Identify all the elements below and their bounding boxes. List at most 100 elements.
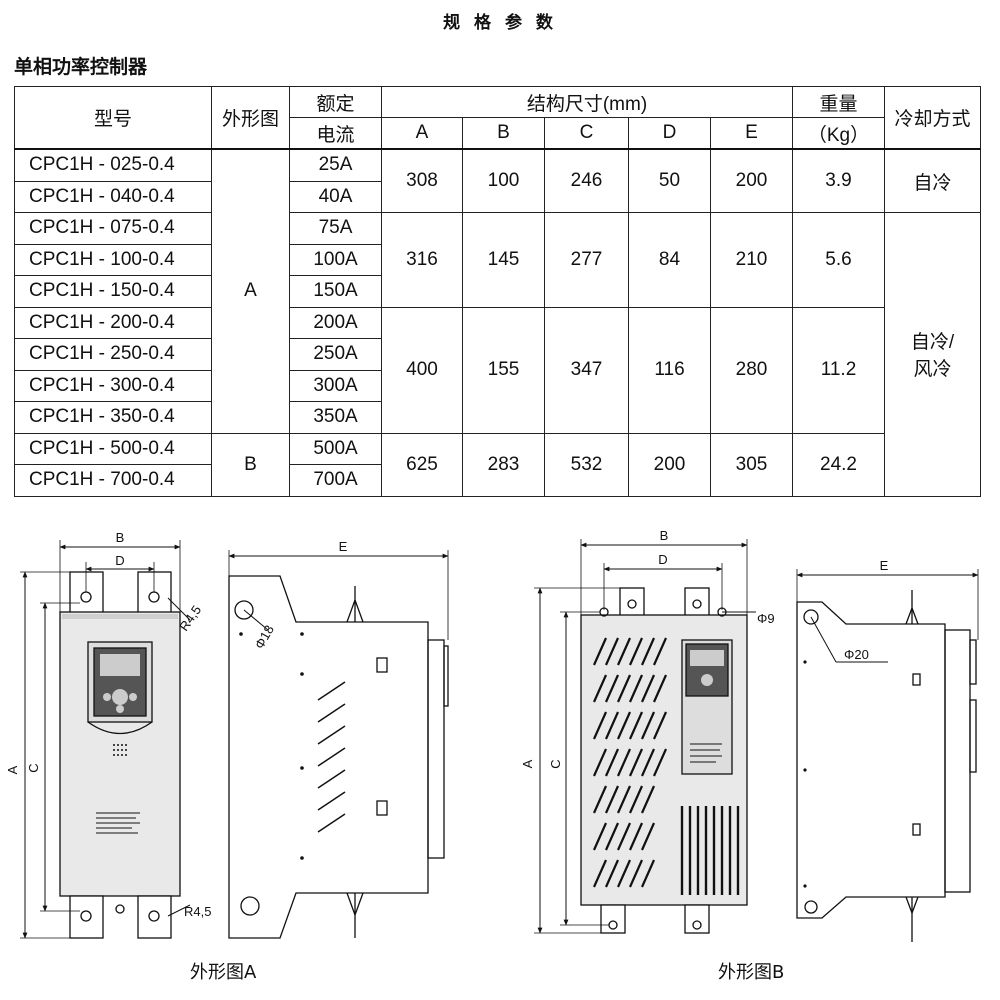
weight-cell: 11.2 bbox=[792, 306, 885, 434]
dim-e-cell: 280 bbox=[710, 306, 793, 434]
outline-cell: B bbox=[211, 432, 290, 497]
table-row: CPC1H - 250-0.4 250A bbox=[14, 338, 981, 371]
current-cell: 500A bbox=[289, 432, 382, 465]
header-dims: 结构尺寸(mm) bbox=[381, 86, 793, 118]
table-row: CPC1H - 300-0.4 300A bbox=[14, 369, 981, 402]
drawing-a-caption: 外形图A bbox=[190, 962, 257, 983]
header-dim-c: C bbox=[544, 117, 629, 150]
dim-d-cell: 84 bbox=[628, 212, 711, 308]
dim-e-cell: 210 bbox=[710, 212, 793, 308]
section-title: 单相功率控制器 bbox=[14, 56, 148, 78]
current-cell: 300A bbox=[289, 369, 382, 402]
current-cell: 75A bbox=[289, 212, 382, 245]
model-cell: CPC1H - 500-0.4 bbox=[14, 432, 212, 465]
dim-d-cell: 50 bbox=[628, 148, 711, 213]
drawing-b-front bbox=[534, 539, 756, 934]
dim-c-cell: 277 bbox=[544, 212, 629, 308]
weight-cell: 3.9 bbox=[792, 148, 885, 213]
dim-label-d: D bbox=[115, 553, 124, 568]
header-dim-a: A bbox=[381, 117, 463, 150]
header-dim-e: E bbox=[710, 117, 793, 150]
header-cooling: 冷却方式 bbox=[884, 86, 981, 150]
dim-c-cell: 246 bbox=[544, 148, 629, 213]
model-cell: CPC1H - 075-0.4 bbox=[14, 212, 212, 245]
current-cell: 100A bbox=[289, 243, 382, 276]
dim-b-cell: 283 bbox=[462, 432, 545, 497]
model-cell: CPC1H - 200-0.4 bbox=[14, 306, 212, 339]
dim-a-cell: 308 bbox=[381, 148, 463, 213]
dim-label-c: C bbox=[26, 763, 41, 772]
model-cell: CPC1H - 700-0.4 bbox=[14, 464, 212, 497]
dim-a-cell: 625 bbox=[381, 432, 463, 497]
table-row: CPC1H - 350-0.4 350A bbox=[14, 401, 981, 434]
spec-table: 型号 外形图 额定 结构尺寸(mm) 重量 冷却方式 电流 A B C D E … bbox=[14, 86, 981, 497]
table-row: CPC1H - 075-0.4 75A 316 145 277 84 210 5… bbox=[14, 212, 981, 497]
dim-label-c: C bbox=[548, 759, 563, 768]
drawing-a-front bbox=[20, 540, 191, 939]
model-cell: CPC1H - 300-0.4 bbox=[14, 369, 212, 402]
drawing-b-caption: 外形图B bbox=[718, 962, 785, 983]
current-cell: 150A bbox=[289, 275, 382, 308]
model-cell: CPC1H - 250-0.4 bbox=[14, 338, 212, 371]
cooling-line1: 自冷/ bbox=[910, 332, 955, 354]
header-model: 型号 bbox=[14, 86, 212, 150]
dim-d-cell: 200 bbox=[628, 432, 711, 497]
dim-c-cell: 532 bbox=[544, 432, 629, 497]
dim-a-cell: 400 bbox=[381, 306, 463, 434]
table-row: CPC1H - 700-0.4 700A bbox=[14, 464, 981, 497]
dim-label-d: D bbox=[658, 552, 667, 567]
dim-label-e: E bbox=[880, 558, 889, 573]
drawing-a-side bbox=[228, 550, 449, 939]
current-cell: 40A bbox=[289, 180, 382, 213]
table-row: CPC1H - 150-0.4 150A bbox=[14, 275, 981, 308]
weight-cell: 24.2 bbox=[792, 432, 885, 497]
header-outline: 外形图 bbox=[211, 86, 290, 150]
header-weight-line1: 重量 bbox=[792, 86, 885, 118]
drawing-b-front-labels: B D A C Φ9 bbox=[520, 528, 775, 769]
model-cell: CPC1H - 040-0.4 bbox=[14, 180, 212, 213]
model-cell: CPC1H - 350-0.4 bbox=[14, 401, 212, 434]
dim-e-cell: 200 bbox=[710, 148, 793, 213]
weight-cell: 5.6 bbox=[792, 212, 885, 308]
dim-label-a: A bbox=[520, 759, 535, 768]
table-row: CPC1H - 040-0.4 40A bbox=[14, 180, 981, 213]
drawing-b-side bbox=[796, 569, 979, 942]
model-cell: CPC1H - 100-0.4 bbox=[14, 243, 212, 276]
model-cell: CPC1H - 025-0.4 bbox=[14, 148, 212, 182]
outline-drawings: B D A C R4,5 R4,5 bbox=[5, 528, 979, 942]
model-cell: CPC1H - 150-0.4 bbox=[14, 275, 212, 308]
table-row: CPC1H - 200-0.4 200A 400 155 347 116 280… bbox=[14, 306, 981, 434]
outline-cell: A bbox=[211, 148, 290, 434]
dim-label-a: A bbox=[5, 765, 20, 774]
current-cell: 25A bbox=[289, 148, 382, 182]
dim-c-cell: 347 bbox=[544, 306, 629, 434]
cooling-cell: 自冷 bbox=[884, 148, 981, 213]
dim-label-b: B bbox=[116, 530, 125, 545]
dim-label-e: E bbox=[339, 539, 348, 554]
header-dim-b: B bbox=[462, 117, 545, 150]
drawing-b-side-labels: E Φ20 bbox=[844, 558, 889, 662]
current-cell: 700A bbox=[289, 464, 382, 497]
radius-label-bottom: R4,5 bbox=[184, 904, 211, 919]
header-weight-line2: （Kg） bbox=[792, 117, 885, 150]
cooling-line2: 风冷 bbox=[913, 359, 952, 381]
hole-diameter-small-label: Φ9 bbox=[757, 611, 775, 626]
header-current-line1: 额定 bbox=[289, 86, 382, 118]
header-current-line2: 电流 bbox=[289, 117, 382, 150]
dim-b-cell: 100 bbox=[462, 148, 545, 213]
cooling-cell: 自冷/ 风冷 bbox=[884, 212, 981, 497]
dim-d-cell: 116 bbox=[628, 306, 711, 434]
hole-diameter-large-label: Φ20 bbox=[844, 647, 869, 662]
header-dim-d: D bbox=[628, 117, 711, 150]
page-title: 规 格 参 数 bbox=[443, 13, 557, 33]
current-cell: 350A bbox=[289, 401, 382, 434]
dim-b-cell: 155 bbox=[462, 306, 545, 434]
dim-label-b: B bbox=[660, 528, 669, 543]
dim-a-cell: 316 bbox=[381, 212, 463, 308]
dim-b-cell: 145 bbox=[462, 212, 545, 308]
table-row: CPC1H - 100-0.4 100A bbox=[14, 243, 981, 276]
dim-e-cell: 305 bbox=[710, 432, 793, 497]
table-row: CPC1H - 500-0.4 B 500A 625 283 532 200 3… bbox=[14, 432, 981, 497]
current-cell: 200A bbox=[289, 306, 382, 339]
current-cell: 250A bbox=[289, 338, 382, 371]
